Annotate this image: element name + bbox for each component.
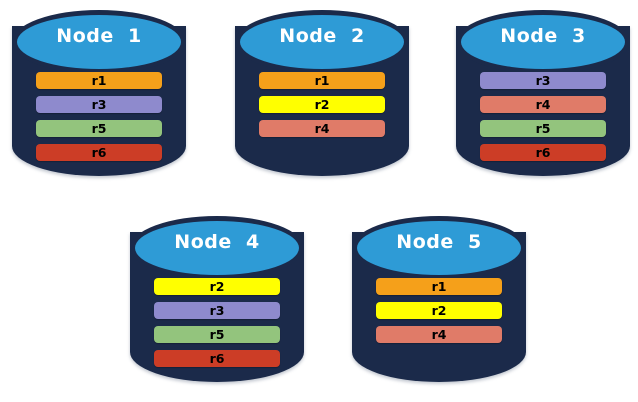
replica-bar[interactable]: r5	[154, 326, 280, 343]
replica-bar[interactable]: r3	[154, 302, 280, 319]
replica-bar[interactable]: r4	[259, 120, 385, 137]
replica-list: r1 r2 r4	[352, 278, 526, 343]
replica-list: r1 r2 r4	[235, 72, 409, 137]
replica-bar[interactable]: r4	[376, 326, 502, 343]
replica-list: r2 r3 r5 r6	[130, 278, 304, 367]
replica-bar[interactable]: r1	[259, 72, 385, 89]
replica-bar[interactable]: r1	[36, 72, 162, 89]
replica-bar[interactable]: r5	[480, 120, 606, 137]
replica-bar[interactable]: r3	[480, 72, 606, 89]
replica-bar[interactable]: r3	[36, 96, 162, 113]
replica-bar[interactable]: r2	[376, 302, 502, 319]
cylinder-top-ellipse	[352, 216, 526, 280]
cylinder-top-ellipse	[456, 10, 630, 74]
replica-list: r3 r4 r5 r6	[456, 72, 630, 161]
cylinder-top-ellipse	[12, 10, 186, 74]
replica-bar[interactable]: r5	[36, 120, 162, 137]
replica-bar[interactable]: r4	[480, 96, 606, 113]
replica-bar[interactable]: r2	[154, 278, 280, 295]
replica-bar[interactable]: r6	[36, 144, 162, 161]
replica-bar[interactable]: r2	[259, 96, 385, 113]
replica-bar[interactable]: r6	[480, 144, 606, 161]
replica-bar[interactable]: r1	[376, 278, 502, 295]
cylinder-top-ellipse	[235, 10, 409, 74]
replica-bar[interactable]: r6	[154, 350, 280, 367]
cylinder-top-ellipse	[130, 216, 304, 280]
replica-list: r1 r3 r5 r6	[12, 72, 186, 161]
